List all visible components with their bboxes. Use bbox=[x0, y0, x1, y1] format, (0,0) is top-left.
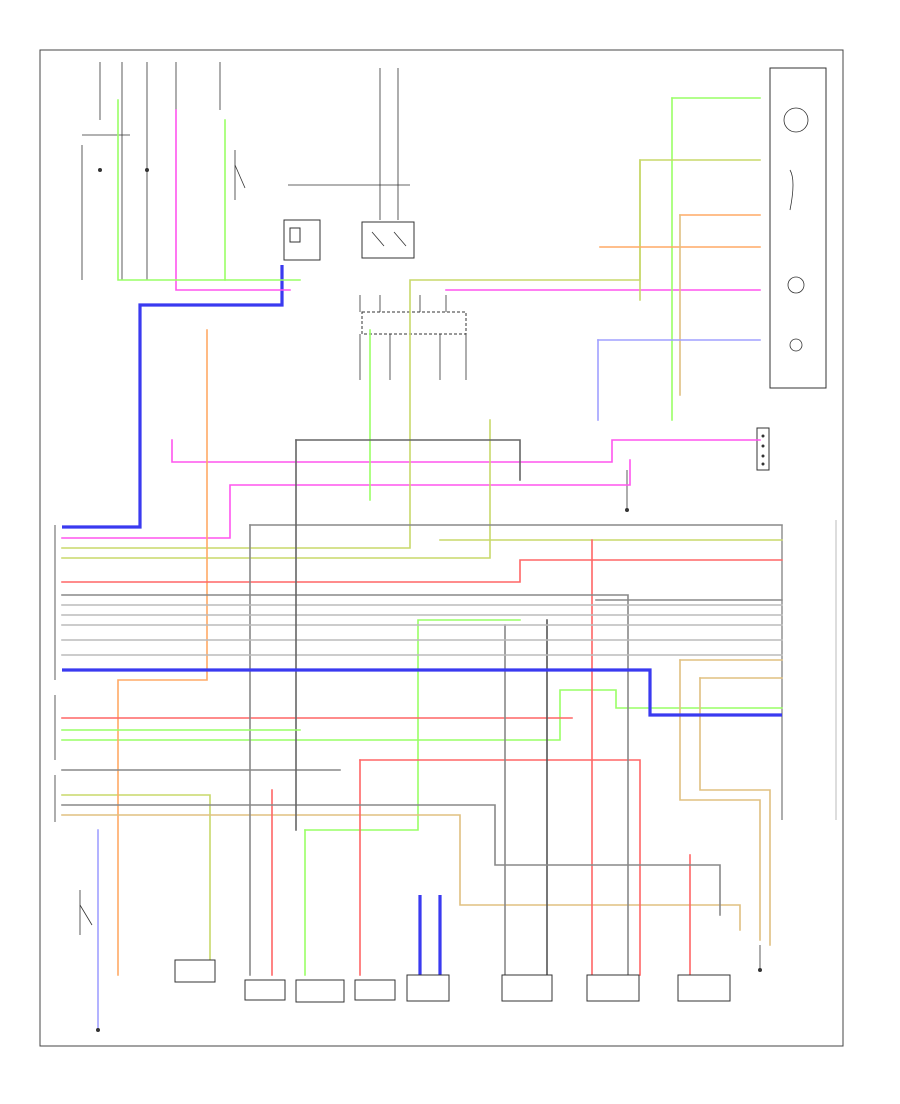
wire-tan-6 bbox=[699, 677, 771, 946]
relay-coil-left bbox=[289, 227, 301, 243]
wire-purple-1 bbox=[295, 439, 521, 481]
wire-olive-4 bbox=[61, 794, 211, 976]
sensor-4 bbox=[354, 979, 396, 1001]
sensor-3 bbox=[295, 979, 345, 1003]
wire-orange-1 bbox=[117, 329, 208, 976]
wire-olive-2 bbox=[61, 419, 491, 559]
wire-green-6 bbox=[304, 619, 521, 831]
bottom-left-switch bbox=[79, 890, 100, 1032]
top-left-fuses bbox=[81, 62, 246, 280]
sensor-8 bbox=[677, 974, 731, 1002]
wire-pink-1 bbox=[61, 459, 631, 539]
wire-olive-1 bbox=[61, 159, 761, 549]
data-link-connector bbox=[756, 427, 770, 471]
wire-tan-3 bbox=[679, 659, 761, 941]
wire-gray-1 bbox=[61, 594, 629, 976]
relay-switch-2 bbox=[393, 231, 407, 247]
relay-switch-1 bbox=[371, 231, 385, 247]
bottom-sensors bbox=[174, 959, 731, 1003]
sensor-7 bbox=[586, 974, 640, 1002]
cluster-lamp-1 bbox=[787, 276, 805, 294]
cluster-gauge-1 bbox=[783, 107, 809, 133]
wire-green-1 bbox=[117, 99, 301, 281]
cluster-lamp-2 bbox=[789, 338, 803, 352]
instrument-cluster bbox=[769, 67, 827, 389]
ecm-center-block bbox=[361, 311, 467, 335]
cluster-gauge-2 bbox=[789, 169, 794, 211]
sensor-6 bbox=[501, 974, 553, 1002]
wire-gray-5 bbox=[61, 804, 721, 916]
sensor-5 bbox=[406, 974, 450, 1002]
ground-right bbox=[625, 470, 629, 512]
wire-green-5 bbox=[61, 689, 783, 741]
wire-tan-4 bbox=[61, 814, 741, 931]
sensor-1 bbox=[174, 959, 216, 983]
diagram-frame bbox=[39, 49, 844, 1047]
wire-blue-long bbox=[62, 668, 782, 717]
wire-red-4 bbox=[359, 759, 641, 976]
ground-bottom-right bbox=[758, 945, 762, 972]
wire-pink-3 bbox=[171, 439, 761, 463]
wire-blue-thick-1 bbox=[62, 265, 284, 529]
relay-box bbox=[361, 221, 415, 259]
wire-red-1 bbox=[61, 559, 783, 583]
wire-pink-2 bbox=[175, 109, 291, 291]
relay-box-left bbox=[283, 219, 321, 261]
sensor-2 bbox=[244, 979, 286, 1001]
